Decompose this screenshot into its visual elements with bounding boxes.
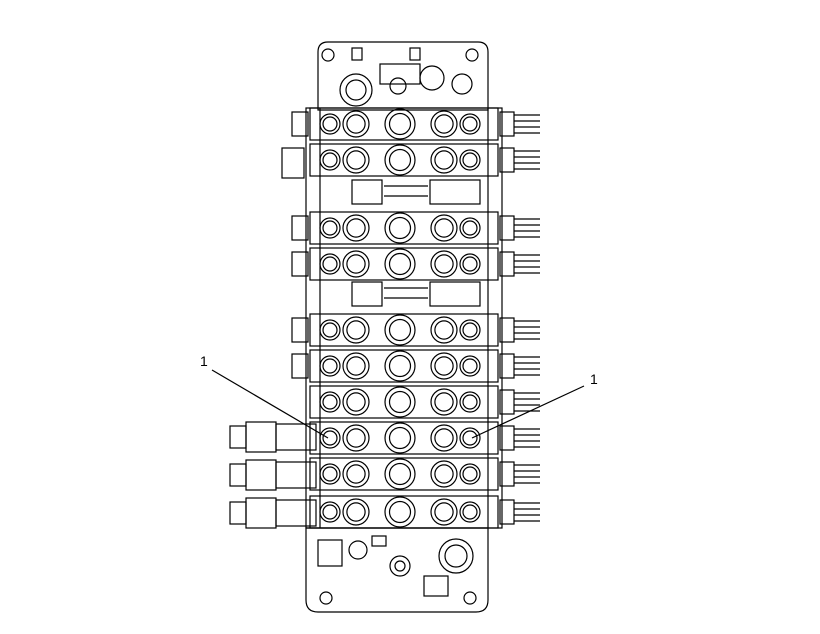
valve-section [309, 107, 499, 141]
valve-section [309, 211, 499, 245]
callout-leader-left [211, 369, 329, 439]
bottom-end-cover [305, 527, 489, 613]
pilot-cap [499, 317, 540, 343]
callout-leader-right [471, 385, 585, 439]
valve-section [309, 313, 499, 347]
valve-sections [309, 107, 499, 529]
spacer-blocks [351, 179, 481, 307]
pilot-cap [499, 499, 540, 525]
valve-section [309, 421, 499, 455]
pilot-cap [499, 461, 540, 487]
left-solenoids [229, 111, 317, 529]
valve-section [309, 143, 499, 177]
valve-section [309, 349, 499, 383]
pilot-cap [499, 251, 540, 277]
valve-section [309, 457, 499, 491]
valve-section [309, 247, 499, 281]
valve-section [309, 385, 499, 419]
callout-label-left: 1 [200, 353, 208, 369]
callout-leaders [211, 369, 585, 439]
callout-label-right: 1 [590, 371, 598, 387]
pilot-cap [499, 389, 540, 415]
pilot-cap [499, 425, 540, 451]
pilot-cap [499, 147, 540, 173]
valve-section [309, 495, 499, 529]
pilot-cap [499, 111, 540, 137]
right-pilot-caps [499, 111, 540, 525]
pilot-cap [499, 215, 540, 241]
pilot-cap [499, 353, 540, 379]
top-end-cover [317, 41, 489, 111]
